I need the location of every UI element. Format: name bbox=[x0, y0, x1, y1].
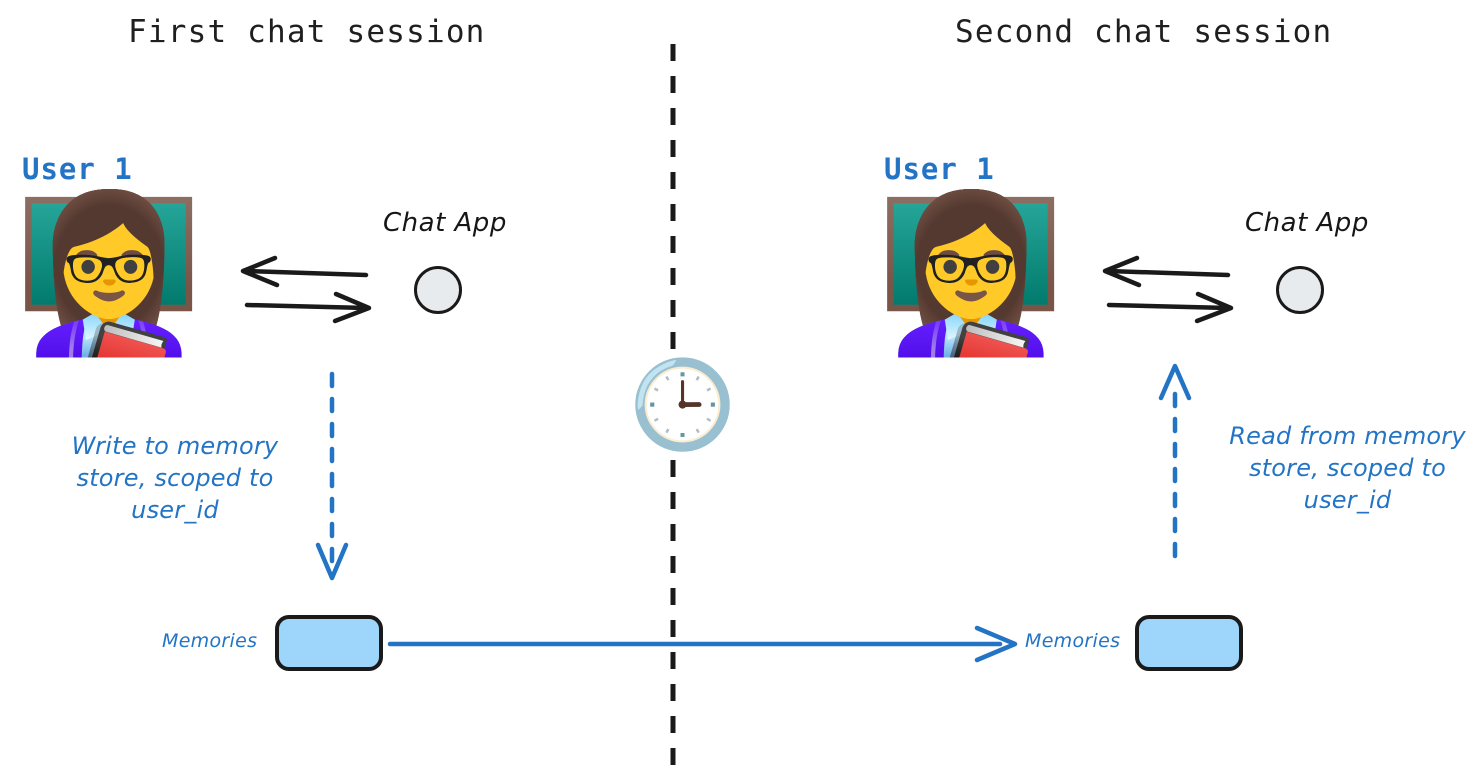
right-memories-label: Memories bbox=[1025, 630, 1121, 652]
read-from-memory-arrow-icon bbox=[1158, 363, 1192, 559]
memories-persistence-arrow-icon bbox=[387, 625, 1018, 663]
write-annotation: Write to memory store, scoped to user_id bbox=[40, 430, 310, 526]
clock-icon: 🕒 bbox=[629, 355, 737, 455]
left-memories-store[interactable] bbox=[275, 615, 383, 671]
read-annotation-line-1: Read from memory bbox=[1229, 422, 1466, 450]
read-annotation: Read from memory store, scoped to user_i… bbox=[1215, 420, 1480, 516]
left-chat-app-node[interactable] bbox=[414, 266, 462, 314]
write-annotation-line-2: store, scoped to bbox=[76, 464, 274, 492]
right-user-avatar: 👩‍🏫 bbox=[876, 185, 1066, 362]
read-annotation-line-3: user_id bbox=[1303, 486, 1392, 514]
write-annotation-line-3: user_id bbox=[131, 496, 219, 524]
left-memories-label: Memories bbox=[162, 630, 258, 652]
left-session-title: First chat session bbox=[128, 14, 486, 50]
left-chat-app-label: Chat App bbox=[383, 208, 507, 238]
right-chat-app-label: Chat App bbox=[1245, 208, 1369, 238]
write-to-memory-arrow-icon bbox=[315, 371, 349, 581]
right-exchange-arrows-icon bbox=[1102, 255, 1234, 324]
left-user-label: User 1 bbox=[22, 152, 133, 186]
right-chat-app-node[interactable] bbox=[1276, 266, 1324, 314]
write-annotation-line-1: Write to memory bbox=[71, 432, 279, 460]
read-annotation-line-2: store, scoped to bbox=[1248, 454, 1447, 482]
left-exchange-arrows-icon bbox=[240, 255, 372, 324]
right-user-label: User 1 bbox=[884, 152, 995, 186]
left-user-avatar: 👩‍🏫 bbox=[14, 185, 204, 362]
right-session-title: Second chat session bbox=[955, 14, 1333, 50]
right-memories-store[interactable] bbox=[1135, 615, 1243, 671]
